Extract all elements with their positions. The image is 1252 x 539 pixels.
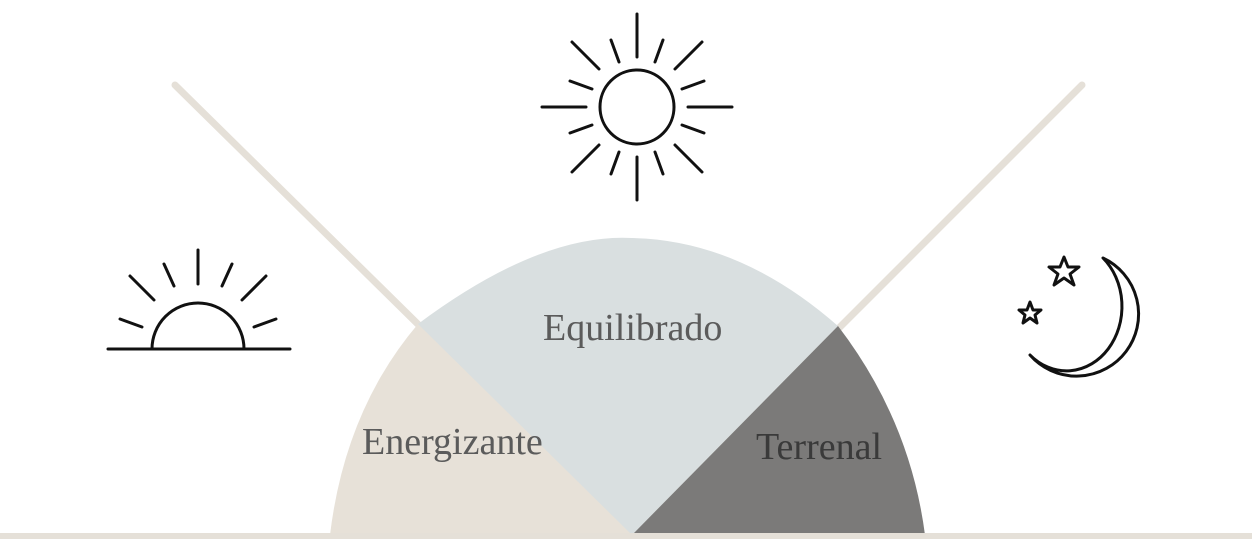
sunrise-icon bbox=[106, 248, 292, 351]
segment-label-terrenal: Terrenal bbox=[756, 426, 882, 468]
moon-stars-icon bbox=[1017, 255, 1141, 378]
segment-label-equilibrado: Equilibrado bbox=[543, 307, 722, 349]
half-disc bbox=[330, 237, 925, 536]
segment-equilibrado bbox=[418, 237, 838, 536]
sun-icon bbox=[540, 12, 734, 202]
segment-terrenal bbox=[632, 326, 925, 535]
segment-label-energizante: Energizante bbox=[362, 421, 543, 463]
ground-line bbox=[0, 533, 1252, 539]
segment-energizante bbox=[330, 324, 632, 535]
